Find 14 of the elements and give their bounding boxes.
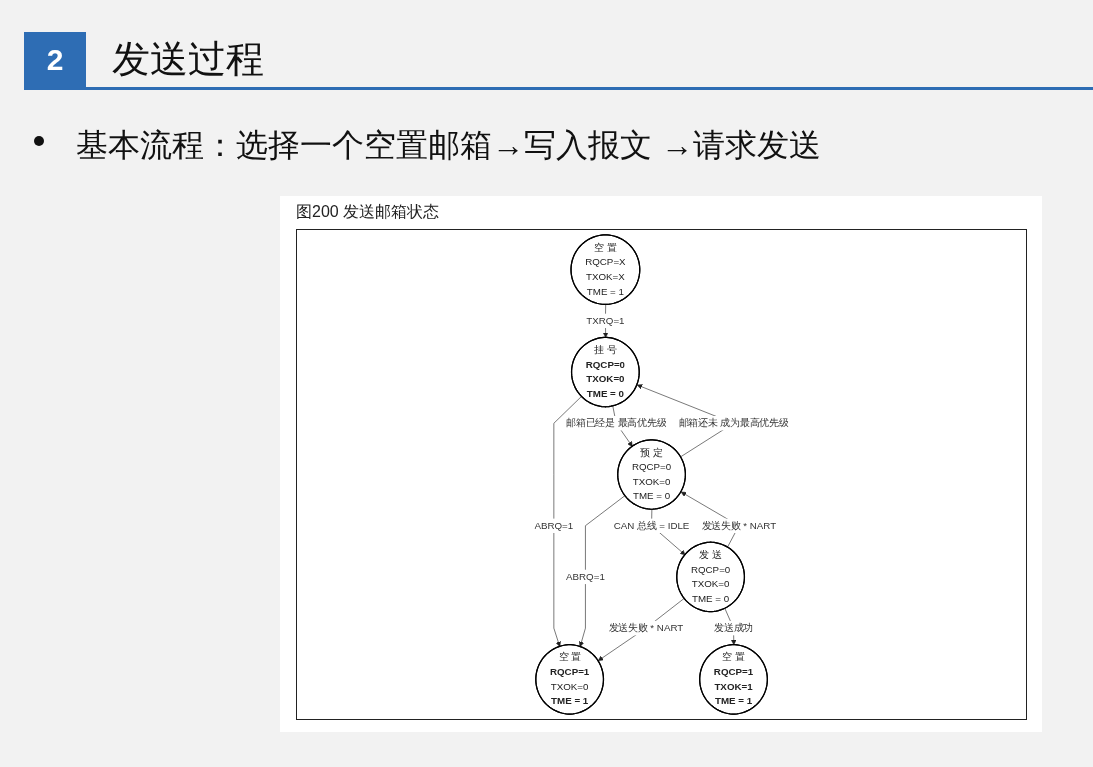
figure-caption: 图200 发送邮箱状态 bbox=[296, 202, 440, 222]
edge-label: 发送失败 * NART bbox=[701, 520, 777, 531]
edge-label: 邮箱已经是 最高优先级 bbox=[566, 417, 667, 429]
edge-label: ABRQ=1 bbox=[566, 571, 605, 582]
edge-label: CAN 总线 = IDLE bbox=[613, 520, 690, 531]
section-number: 2 bbox=[24, 32, 86, 88]
bullet-text: 基本流程：选择一个空置邮箱→写入报文 →请求发送 bbox=[76, 126, 821, 165]
edge-label: 邮箱还未 成为最高优先级 bbox=[678, 417, 789, 429]
slide-title: 发送过程 bbox=[112, 37, 264, 82]
edge-label: ABRQ=1 bbox=[534, 520, 574, 531]
edge-label: 发送成功 bbox=[714, 622, 754, 634]
figure-frame: TXRQ=1 邮箱已经是 最高优先级 ABRQ=1 邮箱还未 成为最高优先级 ABRQ=1 CAN 总线 = IDLE 发送失败 * NART 发送失败 * NART 发送成功 空 置 RQCP=X TXOK=X TME = 1 挂 号 RQCP=0 TXOK=0 TME = 0 空 置 RQCP=1 TXOK=0 TME = 1 预 定 RQCP=0 TXOK=0 TME = 0 发 送 RQCP=0 TXOK=0 TME = 0 空 置 RQCP=1 TXOK=1 TME = 1 bbox=[296, 229, 1027, 720]
edge-label: 发送失败 * NART bbox=[608, 622, 684, 634]
edge-label: TXRQ=1 bbox=[586, 315, 625, 326]
